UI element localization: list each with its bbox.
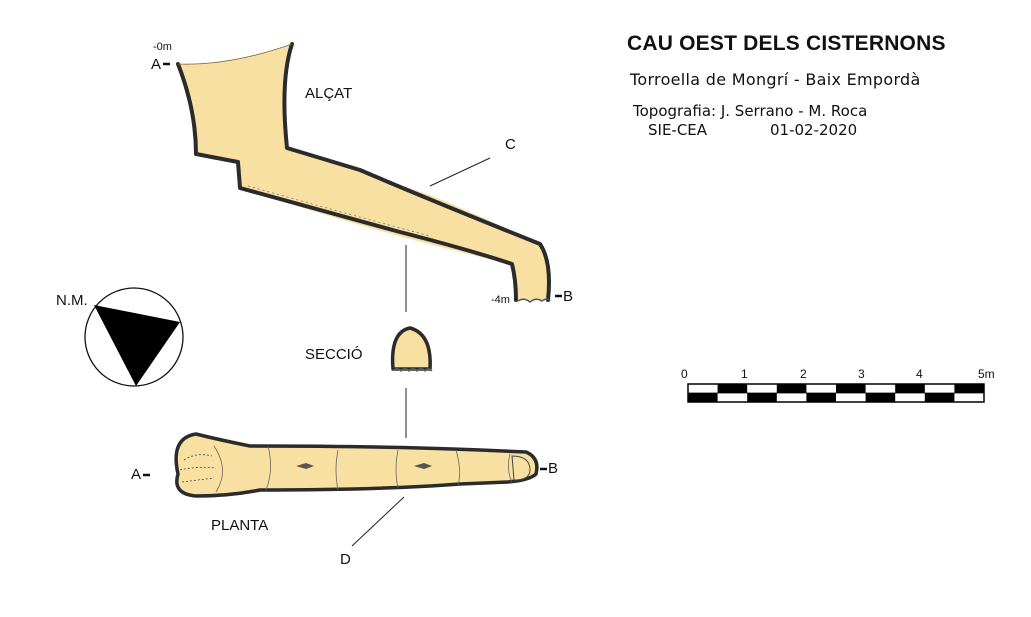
scale-segment [688,393,718,402]
plan-label: PLANTA [211,517,269,534]
survey-date: 01-02-2020 [770,121,858,139]
scale-segment [865,393,896,402]
north-arrow-triangle [94,305,180,386]
point-a-elevation-label: A [151,56,162,73]
scale-tick-label: 0 [681,367,688,381]
location-subtitle: Torroella de Mongrí - Baix Empordà [630,70,921,89]
section-fill [390,326,432,371]
point-b-plan-label: B [548,460,559,477]
point-b-elevation-label: B [563,288,574,305]
section-label: SECCIÓ [305,346,363,363]
elevation-cave-fill [178,44,549,300]
elevation-floor-debris [517,298,551,303]
section-floor-debris [392,368,433,373]
cross-section [390,326,433,373]
plan-end-chamber [511,455,531,481]
section-line-d [351,496,405,547]
depth-bottom-label: -4m [491,294,510,306]
elevation-floor-wall [176,62,518,302]
plan-dividers [213,445,513,493]
plan-view [174,432,539,498]
scale-bar [687,383,985,403]
scale-bar-segments [688,384,984,402]
scale-tick-label: 3 [858,367,865,381]
elevation-profile [176,42,551,303]
scale-tick-label: 2 [800,367,807,381]
scale-segment [954,384,984,393]
point-c-label: C [505,136,516,153]
scale-segment [924,393,955,402]
scale-segment [776,384,807,393]
scale-tick-label: 5m [978,367,995,381]
scale-segment [717,384,748,393]
point-d-label: D [340,551,351,568]
scale-segment [806,393,836,402]
elevation-ceiling-wall [282,42,551,302]
plan-feature-2 [414,463,432,469]
plan-cave-fill [174,432,539,498]
elevation-floor-line [247,185,431,237]
elevation-entrance-edge [177,43,293,65]
scale-segment [895,384,925,393]
north-arrow [84,287,184,387]
scale-tick-label: 1 [741,367,748,381]
scale-segment [747,393,777,402]
section-line-c [429,157,491,187]
scale-tick-label: 4 [916,367,923,381]
point-a-plan-label: A [131,466,142,483]
plan-feature-1 [296,463,314,469]
map-title: CAU OEST DELS CISTERNONS [627,32,946,55]
depth-top-label: -0m [153,41,172,53]
topography-credits: Topografia: J. Serrano - M. Roca [633,102,868,120]
organization-label: SIE-CEA [648,121,708,139]
north-arrow-label: N.M. [56,292,88,309]
elevation-label: ALÇAT [305,85,353,102]
scale-segment [836,384,866,393]
plan-entrance-slope [179,454,217,483]
